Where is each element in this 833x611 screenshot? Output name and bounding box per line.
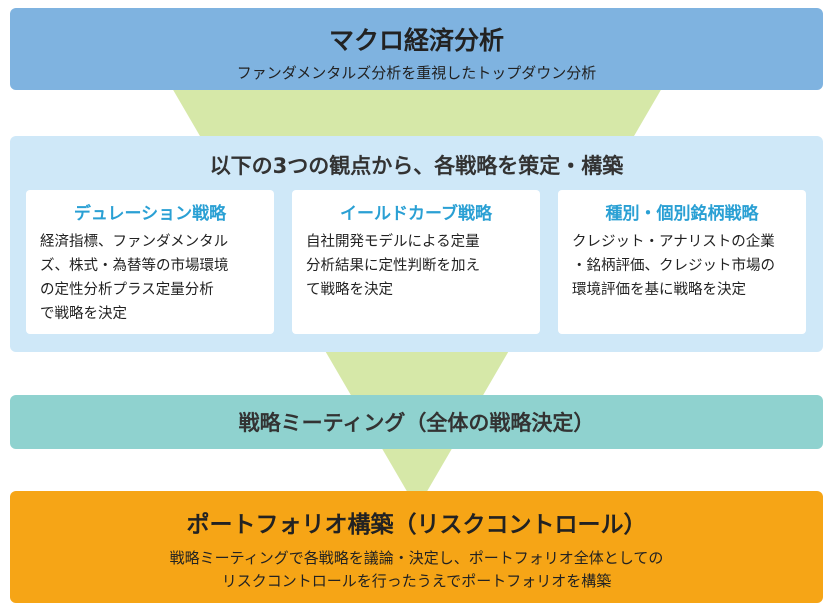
card-line: 経済指標、ファンダメンタル [40, 234, 229, 250]
card-body: 自社開発モデルによる定量 分析結果に定性判断を加え て戦略を決定 [306, 230, 530, 302]
card-body: 経済指標、ファンダメンタル ズ、株式・為替等の市場環境 の定性分析プラス定量分析… [40, 230, 264, 326]
duration-strategy-card: デュレーション戦略 経済指標、ファンダメンタル ズ、株式・為替等の市場環境 の定… [26, 190, 274, 334]
card-line: て戦略を決定 [306, 282, 393, 298]
card-line: 環境評価を基に戦略を決定 [572, 282, 746, 298]
portfolio-line: 戦略ミーティングで各戦略を議論・決定し、ポートフォリオ全体としての [169, 549, 664, 567]
card-line: ・銘柄評価、クレジット市場の [572, 258, 775, 274]
card-line: で戦略を決定 [40, 306, 127, 322]
criteria-title: 以下の3つの観点から、各戦略を策定・構築 [209, 154, 624, 178]
portfolio-title: ポートフォリオ構築（リスクコントロール） [186, 512, 647, 538]
yield-curve-strategy-card: イールドカーブ戦略 自社開発モデルによる定量 分析結果に定性判断を加え て戦略を… [292, 190, 540, 334]
macro-analysis-box: マクロ経済分析 ファンダメンタルズ分析を重視したトップダウン分析 [10, 8, 823, 90]
card-line: 分析結果に定性判断を加え [306, 258, 480, 274]
meeting-title: 戦略ミーティング（全体の戦略決定） [238, 411, 595, 435]
strategy-criteria-box: 以下の3つの観点から、各戦略を策定・構築 デュレーション戦略 経済指標、ファンダ… [10, 136, 823, 352]
issue-selection-strategy-card: 種別・個別銘柄戦略 クレジット・アナリストの企業 ・銘柄評価、クレジット市場の … [558, 190, 806, 334]
macro-subtitle: ファンダメンタルズ分析を重視したトップダウン分析 [236, 64, 597, 82]
card-line: クレジット・アナリストの企業 [572, 234, 775, 250]
card-title: デュレーション戦略 [73, 204, 227, 224]
portfolio-line: リスクコントロールを行ったうえでポートフォリオを構築 [221, 572, 612, 590]
card-body: クレジット・アナリストの企業 ・銘柄評価、クレジット市場の 環境評価を基に戦略を… [572, 230, 796, 302]
card-line: の定性分析プラス定量分析 [40, 282, 214, 298]
card-line: ズ、株式・為替等の市場環境 [40, 258, 229, 274]
card-title: 種別・個別銘柄戦略 [605, 204, 759, 224]
portfolio-construction-box: ポートフォリオ構築（リスクコントロール） 戦略ミーティングで各戦略を議論・決定し… [10, 491, 823, 603]
card-line: 自社開発モデルによる定量 [306, 234, 480, 250]
card-title: イールドカーブ戦略 [340, 204, 492, 224]
portfolio-description: 戦略ミーティングで各戦略を議論・決定し、ポートフォリオ全体としての リスクコント… [10, 547, 823, 593]
macro-title: マクロ経済分析 [328, 26, 504, 55]
strategy-meeting-box: 戦略ミーティング（全体の戦略決定） [10, 395, 823, 449]
